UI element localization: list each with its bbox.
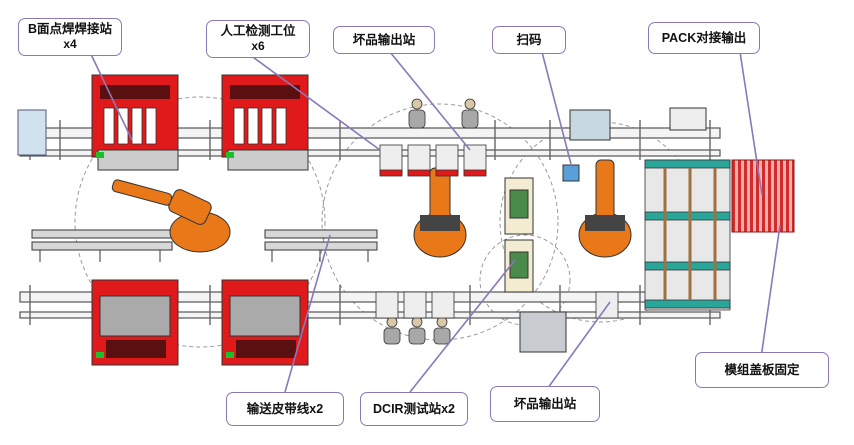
operators-top: [408, 98, 479, 129]
label-b-welding-station: B面点焊焊接站 x4: [18, 18, 122, 56]
label-reject-bottom-text: 坏品输出站: [513, 396, 577, 411]
barcode-scanner: [562, 109, 611, 182]
belt-conveyor-left: [31, 229, 173, 262]
label-b-welding-count: x4: [63, 37, 77, 51]
label-manual-inspection-count: x6: [251, 39, 265, 53]
label-module-cover: 模组盖板固定: [695, 352, 829, 388]
label-dcir: DCIR测试站x2: [360, 392, 468, 426]
label-dcir-text: DCIR测试站x2: [373, 401, 455, 416]
label-manual-inspection: 人工检测工位 x6: [206, 20, 310, 58]
scanning-robot: [578, 159, 632, 258]
label-conveyor: 输送皮带线x2: [226, 392, 344, 426]
label-reject-station-bottom: 坏品输出站: [490, 386, 600, 422]
welding-station-bottom-2: [221, 279, 309, 366]
pack-top-device: [669, 107, 707, 131]
inspection-robot: [413, 167, 467, 258]
rail-posts: [29, 120, 711, 325]
label-b-welding-text: B面点焊焊接站: [27, 22, 113, 36]
pack-racks: [644, 159, 731, 311]
welding-station-bottom-1: [91, 279, 179, 366]
label-pack-output: PACK对接输出: [648, 22, 760, 54]
welding-station-top-1: [91, 74, 179, 171]
label-manual-inspection-text: 人工检测工位: [220, 24, 296, 38]
belt-conveyor-right: [264, 229, 378, 262]
label-scan-text: 扫码: [516, 32, 542, 47]
welding-station-top-2: [221, 74, 309, 171]
label-pack-output-text: PACK对接输出: [661, 30, 747, 45]
label-reject-station-top: 坏品输出站: [333, 26, 435, 54]
label-conveyor-text: 输送皮带线x2: [246, 401, 324, 416]
callout-leaders: [87, 47, 781, 393]
entry-module: [17, 109, 47, 156]
label-module-cover-text: 模组盖板固定: [724, 362, 800, 377]
operators-bottom: [383, 316, 451, 345]
dcir-test-stations: [504, 177, 534, 293]
welding-robot: [111, 179, 231, 253]
label-scan: 扫码: [492, 26, 566, 54]
reject-cabinet: [519, 311, 567, 353]
inspection-fixtures-top: [379, 144, 487, 177]
pack-output-module: [731, 159, 795, 233]
label-reject-top-text: 坏品输出站: [352, 32, 416, 47]
